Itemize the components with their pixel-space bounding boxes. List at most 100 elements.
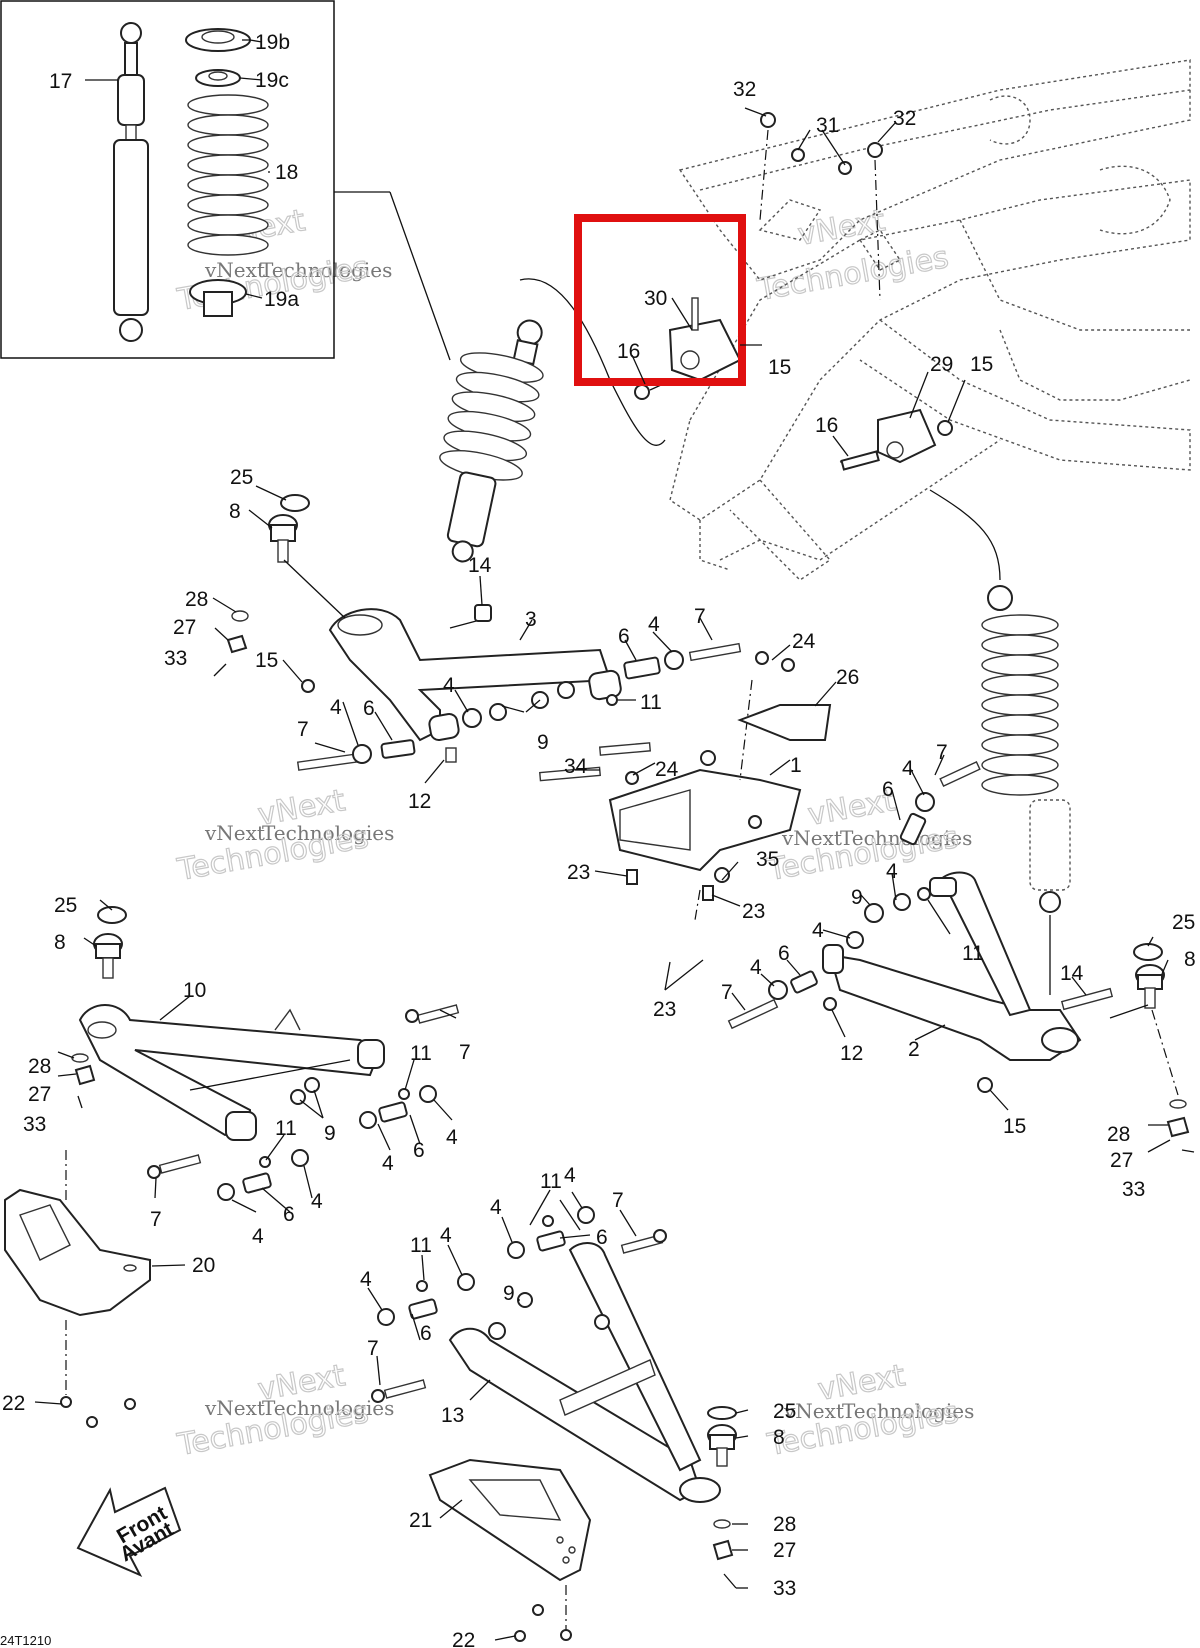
- callout-10: 10: [183, 979, 206, 1002]
- watermarks: vNext vNext Technologies Technologies vN…: [174, 203, 975, 1464]
- callout-28-lower-left: 28: [28, 1055, 51, 1078]
- callout-33-upper-left: 33: [164, 647, 187, 670]
- callout-4-lower-left-b: 4: [382, 1152, 394, 1175]
- callout-15-right: 15: [1003, 1115, 1026, 1138]
- callout-4-upper-right-b: 4: [886, 860, 898, 883]
- callout-9-upper-left: 9: [537, 731, 549, 754]
- callout-14-left: 14: [468, 554, 492, 577]
- svg-text:vNext: vNext: [795, 203, 888, 253]
- callout-25-lower-left: 25: [54, 894, 77, 917]
- ball-joint-lower-left: [71, 906, 127, 1109]
- callout-3: 3: [525, 608, 537, 631]
- callout-1: 1: [790, 754, 802, 777]
- callout-15-highlight: 15: [768, 356, 791, 379]
- lower-left-hardware: [147, 1004, 460, 1201]
- callout-28-upper-left: 28: [185, 588, 208, 611]
- callout-25-lower-right: 25: [773, 1400, 796, 1423]
- callout-4-lower-right-c: 4: [440, 1224, 452, 1247]
- svg-text:vNext: vNext: [204, 258, 265, 282]
- callout-7-upper-left: 7: [297, 718, 309, 741]
- callout-32-left: 32: [733, 78, 756, 101]
- callout-7-lower-right: 7: [612, 1189, 624, 1212]
- callout-27-lower-right: 27: [773, 1539, 796, 1562]
- callout-6-lower-left: 6: [413, 1139, 425, 1162]
- callout-27-right: 27: [1110, 1149, 1133, 1172]
- callout-23-left: 23: [567, 861, 590, 884]
- callout-7-lower-right-b: 7: [367, 1337, 379, 1360]
- watermark-2: vNext Technologies: [754, 203, 952, 309]
- lower-a-arm-10: [78, 1004, 385, 1141]
- callout-11-upper-left: 11: [640, 691, 662, 714]
- callout-33-lower-left: 33: [23, 1113, 46, 1136]
- svg-text:vNext: vNext: [204, 1396, 265, 1420]
- callout-12-right: 12: [840, 1042, 863, 1065]
- callout-4-upper-right: 4: [902, 757, 914, 780]
- callout-32-right: 32: [893, 107, 916, 130]
- callout-27-lower-left: 27: [28, 1083, 51, 1106]
- callout-16-highlight: 16: [617, 340, 640, 363]
- callout-18: 18: [275, 161, 298, 184]
- watermark-5: vNext vNext Technologies Technologies: [174, 1358, 395, 1464]
- callout-24-top: 24: [792, 630, 816, 653]
- callout-24-bracket: 24: [655, 758, 679, 781]
- skid-plate-21: [428, 1458, 592, 1642]
- callout-9-lower-left: 9: [324, 1122, 336, 1145]
- callout-34: 34: [564, 755, 588, 778]
- callout-19a: 19a: [264, 288, 299, 311]
- callout-19c: 19c: [255, 69, 289, 92]
- callout-11-lower-left-b: 11: [275, 1117, 297, 1140]
- callout-11-upper-right: 11: [962, 942, 984, 965]
- callout-23-right: 23: [742, 900, 765, 923]
- highlight-box: [574, 214, 746, 386]
- callout-22-left: 22: [2, 1392, 25, 1415]
- callout-4-upper-right-c: 4: [812, 919, 824, 942]
- lower-a-arm-13: [448, 1242, 721, 1503]
- callout-19b: 19b: [255, 31, 290, 54]
- svg-text:Technologies: Technologies: [260, 258, 392, 282]
- svg-text:vNext: vNext: [204, 821, 265, 845]
- callout-4-upper: 4: [648, 613, 660, 636]
- callout-7-lower-left-b: 7: [150, 1208, 162, 1231]
- svg-text:Technologies: Technologies: [754, 240, 951, 308]
- skid-plate-20: [4, 1150, 151, 1428]
- lower-right-hardware: [371, 1199, 667, 1403]
- callout-6-upper: 6: [618, 625, 630, 648]
- callout-28-lower-right: 28: [773, 1513, 796, 1536]
- callout-4-upper-right-d: 4: [750, 956, 762, 979]
- callout-30: 30: [644, 287, 667, 310]
- svg-text:Technologies: Technologies: [262, 821, 394, 845]
- callout-31: 31: [816, 114, 839, 137]
- watermark-3: vNext vNext Technologies Technologies: [174, 783, 395, 889]
- callout-11-lower-right: 11: [540, 1170, 562, 1193]
- callout-11-lower-left: 11: [410, 1042, 432, 1065]
- callout-22-bottom: 22: [452, 1629, 475, 1648]
- callout-7-lower-left: 7: [459, 1041, 471, 1064]
- callout-6-upper-right-b: 6: [778, 942, 790, 965]
- ball-joint-right: [1109, 943, 1195, 1153]
- callout-6-lower-left-b: 6: [283, 1203, 295, 1226]
- callout-8-lower-right: 8: [773, 1426, 785, 1449]
- callout-7-upper-right: 7: [936, 741, 948, 764]
- svg-text:Technologies: Technologies: [842, 1399, 974, 1423]
- callout-7-upper-right-b: 7: [721, 981, 733, 1004]
- callout-4-lower-left-d: 4: [311, 1190, 323, 1213]
- callout-7-upper: 7: [694, 605, 706, 628]
- callout-28-right: 28: [1107, 1123, 1130, 1146]
- shock-mount-29: [839, 408, 953, 471]
- front-direction-arrow: Front Avant: [76, 1486, 182, 1578]
- callout-4-lower-left-c: 4: [252, 1225, 264, 1248]
- callout-14-right: 14: [1060, 962, 1084, 985]
- callout-6-upper-right: 6: [882, 778, 894, 801]
- callout-4-upper-left-c: 4: [330, 696, 342, 719]
- ball-joint-lower-right: [707, 1406, 737, 1589]
- callout-9-lower-right: 9: [503, 1282, 515, 1305]
- right-shock-leader: [929, 489, 1001, 581]
- callout-6-upper-left: 6: [363, 697, 375, 720]
- callout-27-upper-left: 27: [173, 616, 196, 639]
- callout-8-upper-left: 8: [229, 500, 241, 523]
- callout-29: 29: [930, 353, 953, 376]
- top-nuts: [759, 112, 883, 301]
- shock-mount-30: [634, 297, 742, 400]
- shock-detail-inset: [0, 0, 451, 361]
- callout-23-bottom: 23: [653, 998, 676, 1021]
